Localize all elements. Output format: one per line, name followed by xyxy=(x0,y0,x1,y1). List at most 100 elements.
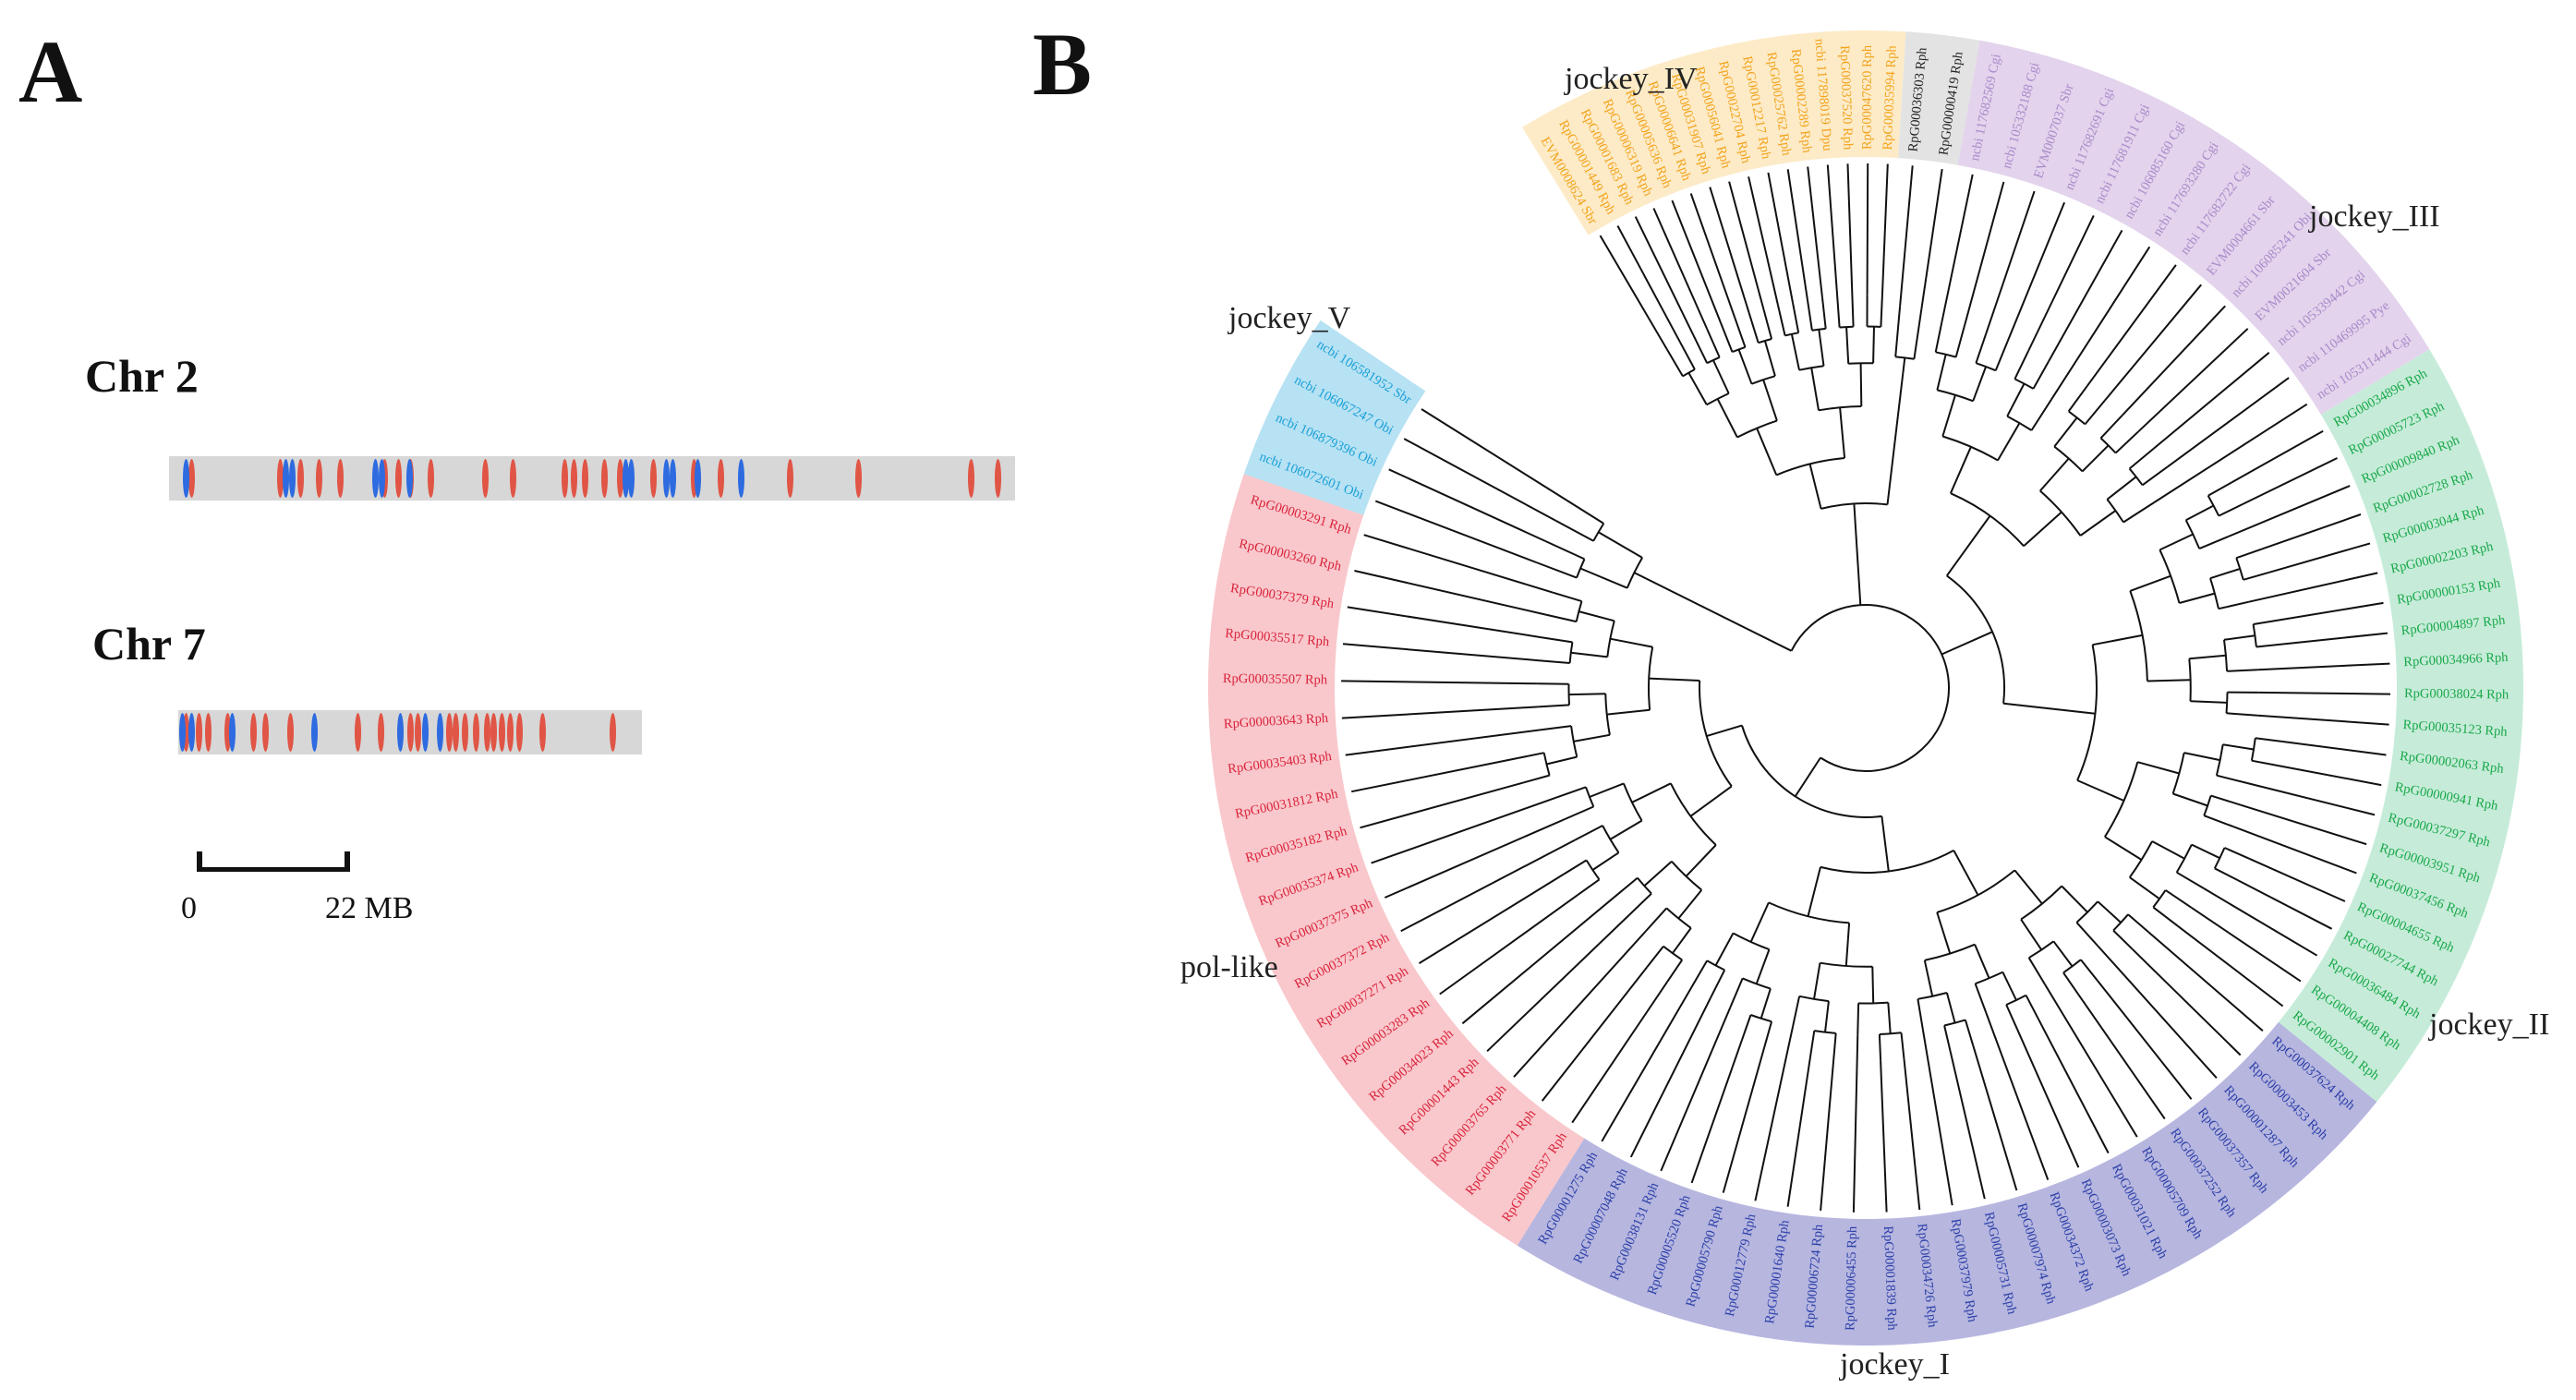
te-marker-red xyxy=(276,459,284,498)
te-marker-red xyxy=(473,713,480,752)
te-marker-red xyxy=(414,713,421,752)
te-marker-red xyxy=(482,459,490,498)
branch xyxy=(1486,914,1630,1053)
branch xyxy=(2251,759,2279,766)
branch xyxy=(1729,978,1744,1008)
branch xyxy=(1388,468,1546,542)
branch xyxy=(2020,919,2043,951)
te-marker-red xyxy=(499,713,506,752)
branch xyxy=(2112,929,2134,950)
branch xyxy=(1997,422,2021,462)
te-marker-red xyxy=(717,459,724,498)
branch-arc xyxy=(1790,604,1950,772)
branch xyxy=(1541,966,1648,1102)
branch xyxy=(1687,372,1708,405)
branch xyxy=(1985,1012,2050,1180)
branch xyxy=(1845,327,1850,364)
branch xyxy=(2067,385,2088,412)
te-marker-red xyxy=(336,459,344,498)
branch xyxy=(2153,403,2308,503)
branch xyxy=(2185,504,2215,522)
te-marker-red xyxy=(394,459,402,498)
clade-labels: jockey_IV jockey_III jockey_II jockey_I … xyxy=(1180,62,2549,1382)
te-marker-blue xyxy=(421,713,429,752)
branch xyxy=(1574,825,1603,841)
branch xyxy=(1756,428,1778,476)
branch xyxy=(1671,199,1723,324)
branch xyxy=(2242,457,2338,505)
branch xyxy=(1546,755,1578,766)
branch xyxy=(1555,786,1587,799)
te-marker-red xyxy=(516,713,524,752)
branch xyxy=(1818,329,1825,367)
branch xyxy=(2030,399,2052,431)
branch xyxy=(2086,264,2177,387)
branch xyxy=(2152,352,2270,450)
te-marker-blue xyxy=(378,459,385,498)
branch xyxy=(1953,850,1979,896)
branch xyxy=(2152,906,2179,927)
branch xyxy=(2062,972,2080,996)
branch-arc xyxy=(1671,861,1702,891)
branch xyxy=(1706,328,1721,358)
te-marker-blue xyxy=(623,459,630,498)
te-marker-blue xyxy=(738,459,745,498)
branch xyxy=(1810,368,1820,411)
leaf-label: RpG00001839 Rph xyxy=(1881,1225,1900,1331)
branch xyxy=(1755,948,1771,984)
branch xyxy=(2131,947,2242,1056)
branch xyxy=(2015,1028,2080,1168)
clade-sector-ungrouped xyxy=(1898,31,1980,165)
clade-sector-jockey_III xyxy=(1957,40,2430,415)
te-marker-red xyxy=(224,713,232,752)
branch xyxy=(2248,572,2378,603)
branch-arc xyxy=(1567,683,1570,706)
te-marker-red xyxy=(461,713,468,752)
te-marker-red xyxy=(787,459,794,498)
leaf-label: RpG00035507 Rph xyxy=(1223,671,1328,688)
te-marker-red xyxy=(601,459,609,498)
branch xyxy=(2151,840,2185,860)
branch xyxy=(2256,643,2283,648)
branch xyxy=(2232,826,2357,875)
branch xyxy=(2025,995,2039,1020)
branch xyxy=(2147,931,2264,1032)
branch xyxy=(1610,637,1653,648)
branch xyxy=(2097,945,2218,1079)
branch xyxy=(1813,962,1821,1000)
te-marker-red xyxy=(297,459,305,498)
branch xyxy=(1720,322,1734,353)
branch xyxy=(1923,959,1934,997)
branch xyxy=(2253,619,2280,625)
branch xyxy=(1554,519,1594,542)
branch-arc xyxy=(2112,913,2129,932)
branch xyxy=(1374,500,1537,563)
branch-arc xyxy=(1946,574,2005,704)
branch xyxy=(1985,190,2036,334)
branch xyxy=(1808,464,1822,510)
branch xyxy=(1692,334,1709,364)
branch xyxy=(1974,983,1988,1014)
branch xyxy=(1577,878,1601,896)
branch xyxy=(1920,168,1943,309)
branch xyxy=(2061,885,2088,913)
branch xyxy=(1886,357,1906,505)
branch xyxy=(1790,333,1800,370)
branch xyxy=(1836,296,1841,328)
te-marker-blue xyxy=(372,459,379,498)
branch xyxy=(2177,925,2284,1008)
branch xyxy=(2172,792,2208,807)
branch xyxy=(2240,803,2367,846)
branch xyxy=(2114,430,2139,454)
branch xyxy=(1881,815,1890,872)
branch xyxy=(2014,350,2030,380)
branch xyxy=(1679,341,1696,370)
branch xyxy=(1871,966,1875,1004)
branch xyxy=(2167,377,2290,468)
branch xyxy=(1866,163,1869,296)
te-marker-blue xyxy=(288,459,296,498)
branch xyxy=(1541,636,1573,644)
branch xyxy=(2243,571,2269,581)
branch xyxy=(2226,712,2258,717)
